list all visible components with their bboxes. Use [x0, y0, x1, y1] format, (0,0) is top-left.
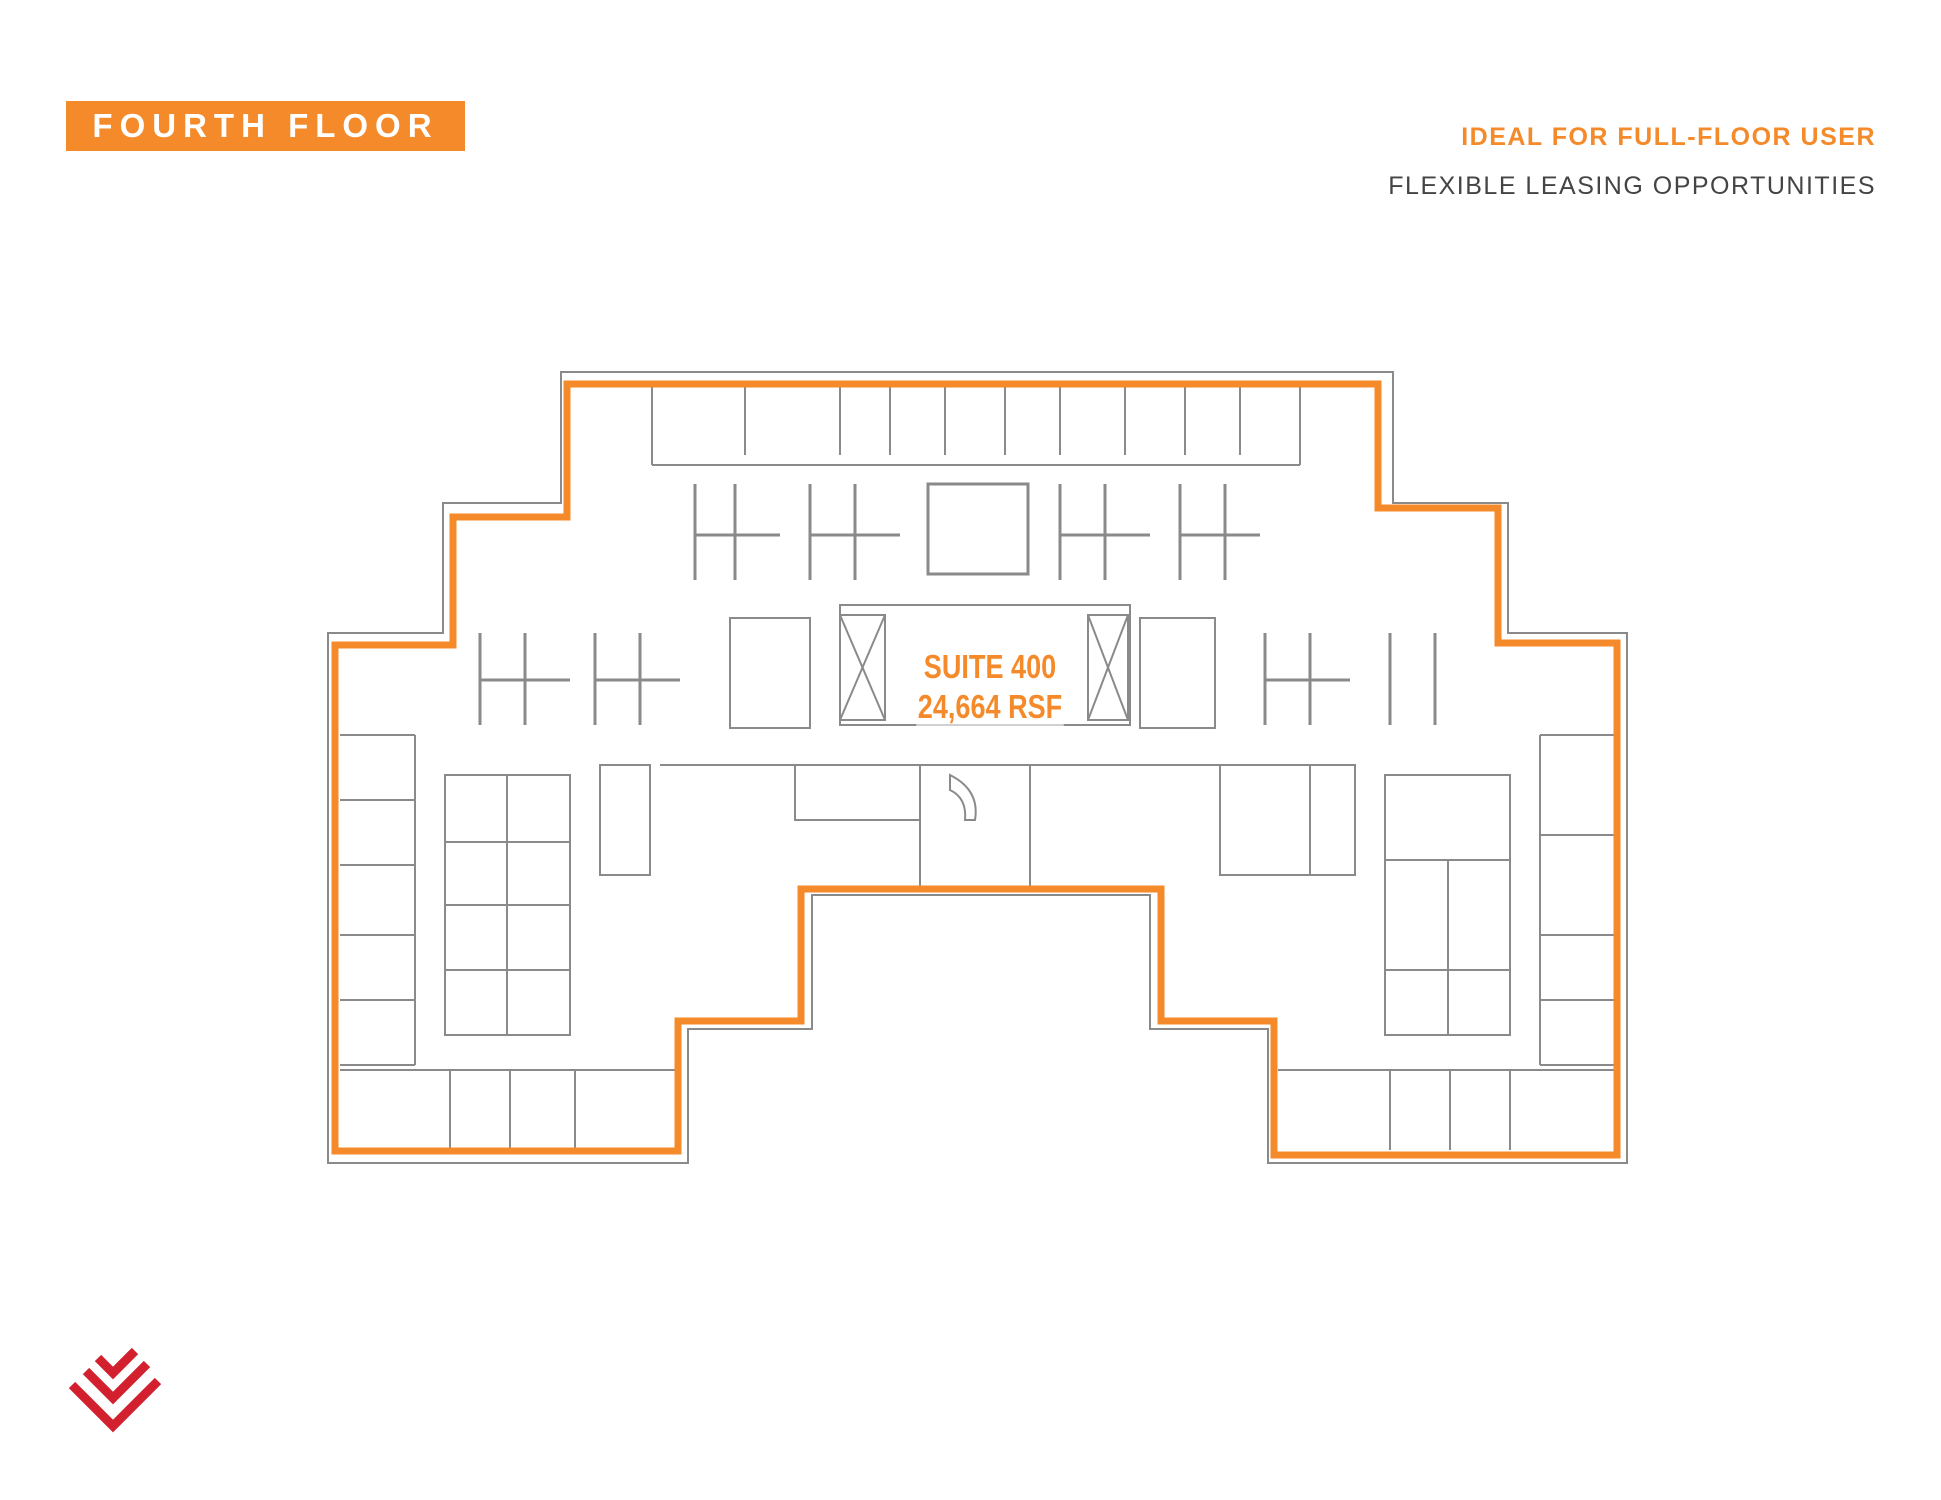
floor-title-badge: FOURTH FLOOR — [66, 101, 465, 151]
tagline: IDEAL FOR FULL-FLOOR USER — [1461, 123, 1876, 151]
suite-name: SUITE 400 — [916, 648, 1064, 686]
subtagline: FLEXIBLE LEASING OPPORTUNITIES — [1388, 172, 1876, 200]
suite-area: 24,664 RSF — [916, 688, 1064, 726]
company-logo — [68, 1347, 162, 1433]
building-walls — [327, 371, 1628, 1164]
floor-title: FOURTH FLOOR — [92, 107, 439, 144]
suite-outline — [331, 380, 1621, 1159]
